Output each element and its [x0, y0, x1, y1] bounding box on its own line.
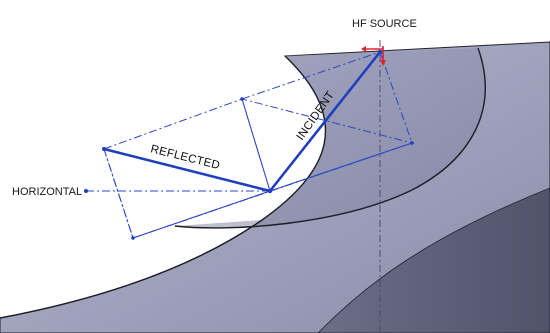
plane-corner-top [240, 97, 244, 101]
surface-inner-groove [175, 48, 486, 228]
source-point [377, 49, 383, 55]
plane-corner-bottom [131, 236, 135, 240]
reflected-endpoint [102, 147, 106, 151]
normal-projection [241, 98, 271, 192]
surface-edge-inner [0, 55, 327, 319]
reflected-label: REFLECTED [149, 143, 221, 172]
reflection-point [267, 188, 273, 194]
axis-marker-down-arrow [380, 60, 386, 66]
reflected-ray [102, 147, 272, 193]
surface-edge-outer [174, 47, 486, 229]
surface-side-face [317, 187, 550, 333]
axis-marker-left-arrow [361, 46, 366, 52]
tangent-extension [269, 142, 413, 192]
curved-surface [0, 41, 550, 333]
incident-ray [268, 50, 382, 193]
surface-tangent-line [132, 190, 271, 239]
plane-corner-right [410, 141, 414, 145]
ray-vectors [84, 50, 414, 240]
hf-source-label: HF SOURCE [352, 18, 417, 30]
horizontal-endpoint [84, 189, 88, 193]
source-axis-marker [361, 46, 386, 66]
horizontal-label: HORIZONTAL [12, 186, 82, 198]
incident-plane-edge-2 [379, 51, 413, 144]
